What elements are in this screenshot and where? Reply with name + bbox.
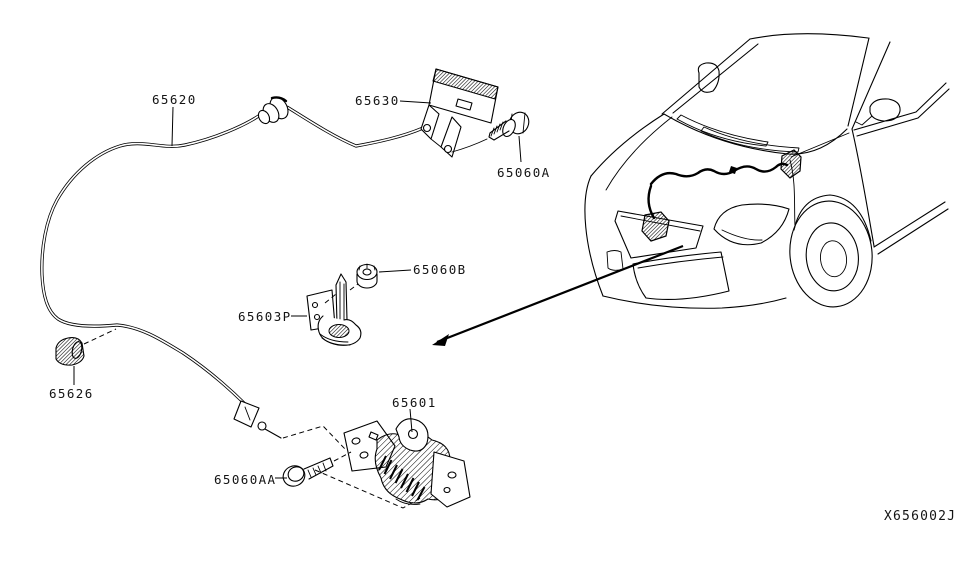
cable-routing-in-vehicle bbox=[641, 149, 802, 242]
cowl-grommet-marker bbox=[780, 149, 802, 179]
cable-clip-65626-drawing bbox=[55, 337, 85, 366]
part-label-hood-release-cable[interactable]: 65620 bbox=[152, 92, 197, 107]
part-label-hood-lock[interactable]: 65601 bbox=[392, 395, 437, 410]
bolt-65060A-drawing bbox=[488, 111, 530, 141]
part-label-opener-handle[interactable]: 65630 bbox=[355, 93, 400, 108]
lock-location-marker bbox=[641, 211, 670, 242]
grommet-65060B-drawing bbox=[356, 263, 378, 289]
cable-end-fitting bbox=[233, 400, 282, 439]
part-label-lock-bracket[interactable]: 65603P bbox=[238, 309, 292, 324]
location-arrow bbox=[432, 244, 684, 346]
part-label-bolt-a[interactable]: 65060A bbox=[497, 165, 551, 180]
hood-opener-handle-drawing bbox=[420, 68, 499, 158]
part-label-cable-clip[interactable]: 65626 bbox=[49, 386, 94, 401]
label-leader-lines bbox=[73, 100, 522, 479]
hood-lock-65601-drawing bbox=[343, 418, 471, 508]
bolt-65060AA-drawing bbox=[282, 457, 334, 487]
hood-release-cable-drawing bbox=[40, 96, 424, 439]
cable-connector bbox=[257, 96, 289, 125]
alignment-dashed-lines bbox=[83, 283, 423, 509]
cable-clip-marker bbox=[729, 166, 737, 174]
part-label-grommet-b[interactable]: 65060B bbox=[413, 262, 467, 277]
diagram-reference-code: X656002J bbox=[884, 509, 956, 524]
lock-bracket-65603P-drawing bbox=[306, 273, 362, 346]
part-label-bolt-aa[interactable]: 65060AA bbox=[214, 472, 276, 487]
